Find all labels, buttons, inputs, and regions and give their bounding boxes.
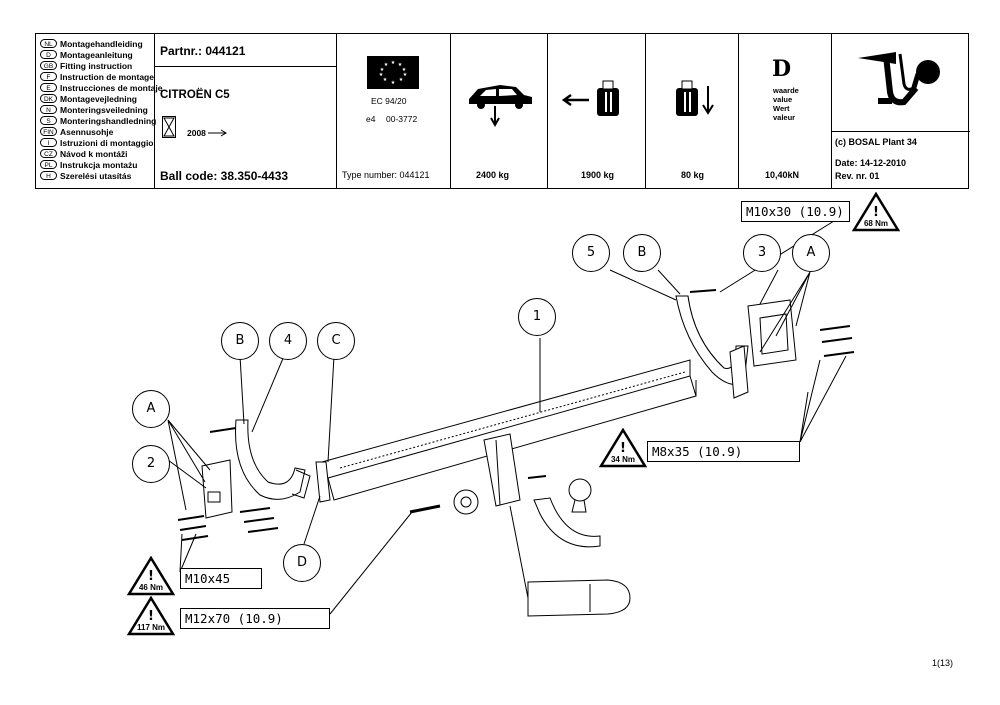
d-label: value [773, 95, 793, 104]
lang-code: GB [40, 61, 57, 70]
d-value: 10,40kN [765, 170, 800, 180]
lang-code: CZ [40, 149, 57, 158]
svg-text:★: ★ [391, 80, 396, 86]
type-number: Type number: 044121 [342, 170, 430, 180]
lang-label: Monteringshandledning [60, 115, 157, 126]
lang-label: Fitting instruction [60, 60, 133, 71]
lang-label: Montagevejledning [60, 93, 137, 104]
part-label-a-right: A [792, 234, 830, 272]
car-load-icon [469, 85, 532, 128]
d-label: Wert [773, 104, 790, 113]
part-label-3: 3 [743, 234, 781, 272]
hourglass-icon [162, 116, 176, 138]
lang-code: DK [40, 94, 57, 103]
lang-label: Montageanleitung [60, 49, 133, 60]
bolt-spec-m12x70: M12x70 (10.9) [180, 608, 330, 629]
arrow-right-icon [208, 129, 227, 137]
revision: Rev. nr. 01 [835, 171, 880, 181]
bolt-spec-m8x35: M8x35 (10.9) [647, 441, 800, 462]
lang-code: S [40, 116, 57, 125]
lang-label: Montagehandleiding [60, 38, 143, 49]
part-label-b-right: B [623, 234, 661, 272]
trailer-weight-icon [561, 80, 619, 116]
lang-label: Instrucciones de montaje [60, 82, 163, 93]
part-label-4: 4 [269, 322, 307, 360]
svg-text:★: ★ [380, 67, 385, 73]
lang-code: D [40, 50, 57, 59]
lang-label: Monteringsveiledning [60, 104, 148, 115]
towbar-logo-icon [858, 52, 940, 106]
svg-text:★: ★ [391, 60, 396, 66]
warning-triangle-icon: ! [852, 192, 900, 232]
d-label: waarde [773, 86, 799, 95]
svg-text:!: ! [148, 569, 154, 584]
lang-label: Szerelési utasítás [60, 170, 132, 181]
lang-label: Instruction de montage [60, 71, 154, 82]
lang-code: E [40, 83, 57, 92]
lang-label: Instrukcja montażu [60, 159, 138, 170]
lang-code: H [40, 171, 57, 180]
part-label-b-left: B [221, 322, 259, 360]
part-label-a-left: A [132, 390, 170, 428]
vertical-load-icon [676, 80, 714, 116]
torque-46: 46 Nm [138, 583, 163, 592]
trailer-mass: 1900 kg [581, 170, 615, 180]
e-mark: e4 [366, 114, 376, 124]
svg-text:!: ! [620, 441, 626, 456]
svg-text:★: ★ [379, 72, 384, 78]
lang-code: I [40, 138, 57, 147]
svg-text:★: ★ [383, 77, 388, 83]
d-label-list: waarde value Wert valeur [773, 86, 799, 122]
svg-text:★: ★ [399, 77, 404, 83]
lang-label: Istruzioni di montaggio [60, 137, 154, 148]
part-label-1: 1 [518, 298, 556, 336]
torque-34: 34 Nm [610, 455, 635, 464]
ec-approval: EC 94/20 [371, 96, 407, 106]
svg-text:!: ! [873, 205, 879, 220]
part-label-5: 5 [572, 234, 610, 272]
bolt-spec-m10x45: M10x45 [180, 568, 262, 589]
ball-code: Ball code: 38.350-4433 [160, 169, 289, 183]
lang-code: F [40, 72, 57, 81]
part-number: Partnr.: 044121 [160, 44, 246, 58]
lang-label: Návod k montáži [60, 148, 128, 159]
lang-code: PL [40, 160, 57, 169]
svg-text:★: ★ [403, 72, 408, 78]
d-symbol: D [772, 56, 792, 82]
approval-number: 00-3772 [386, 114, 418, 124]
eu-flag-icon: ★★★★ ★★★★ ★★ [367, 56, 419, 89]
model-year: 2008 [187, 128, 206, 138]
part-label-2: 2 [132, 445, 170, 483]
svg-text:★: ★ [384, 62, 389, 68]
torque-117: 117 Nm [136, 623, 166, 632]
max-towing-mass: 2400 kg [476, 170, 510, 180]
vehicle-model: CITROËN C5 [160, 89, 230, 101]
page-number: 1(13) [932, 658, 954, 668]
lang-code: FIN [40, 127, 57, 136]
lang-code: NL [40, 39, 57, 48]
vertical-load: 80 kg [681, 170, 705, 180]
warning-triangle-icon: ! [127, 556, 175, 596]
torque-68: 68 Nm [863, 219, 888, 228]
part-label-c: C [317, 322, 355, 360]
lang-code: N [40, 105, 57, 114]
part-label-d: D [283, 544, 321, 582]
svg-text:!: ! [148, 609, 154, 624]
warning-triangle-icon: ! [599, 428, 647, 468]
d-label: valeur [773, 113, 796, 122]
svg-text:★: ★ [398, 62, 403, 68]
lang-label: Asennusohje [60, 126, 114, 137]
bolt-spec-m10x30: M10x30 (10.9) [741, 201, 850, 222]
svg-text:★: ★ [402, 67, 407, 73]
date: Date: 14-12-2010 [835, 158, 907, 168]
warning-triangle-icon: ! [127, 596, 175, 636]
company: (c) BOSAL Plant 34 [835, 137, 917, 147]
